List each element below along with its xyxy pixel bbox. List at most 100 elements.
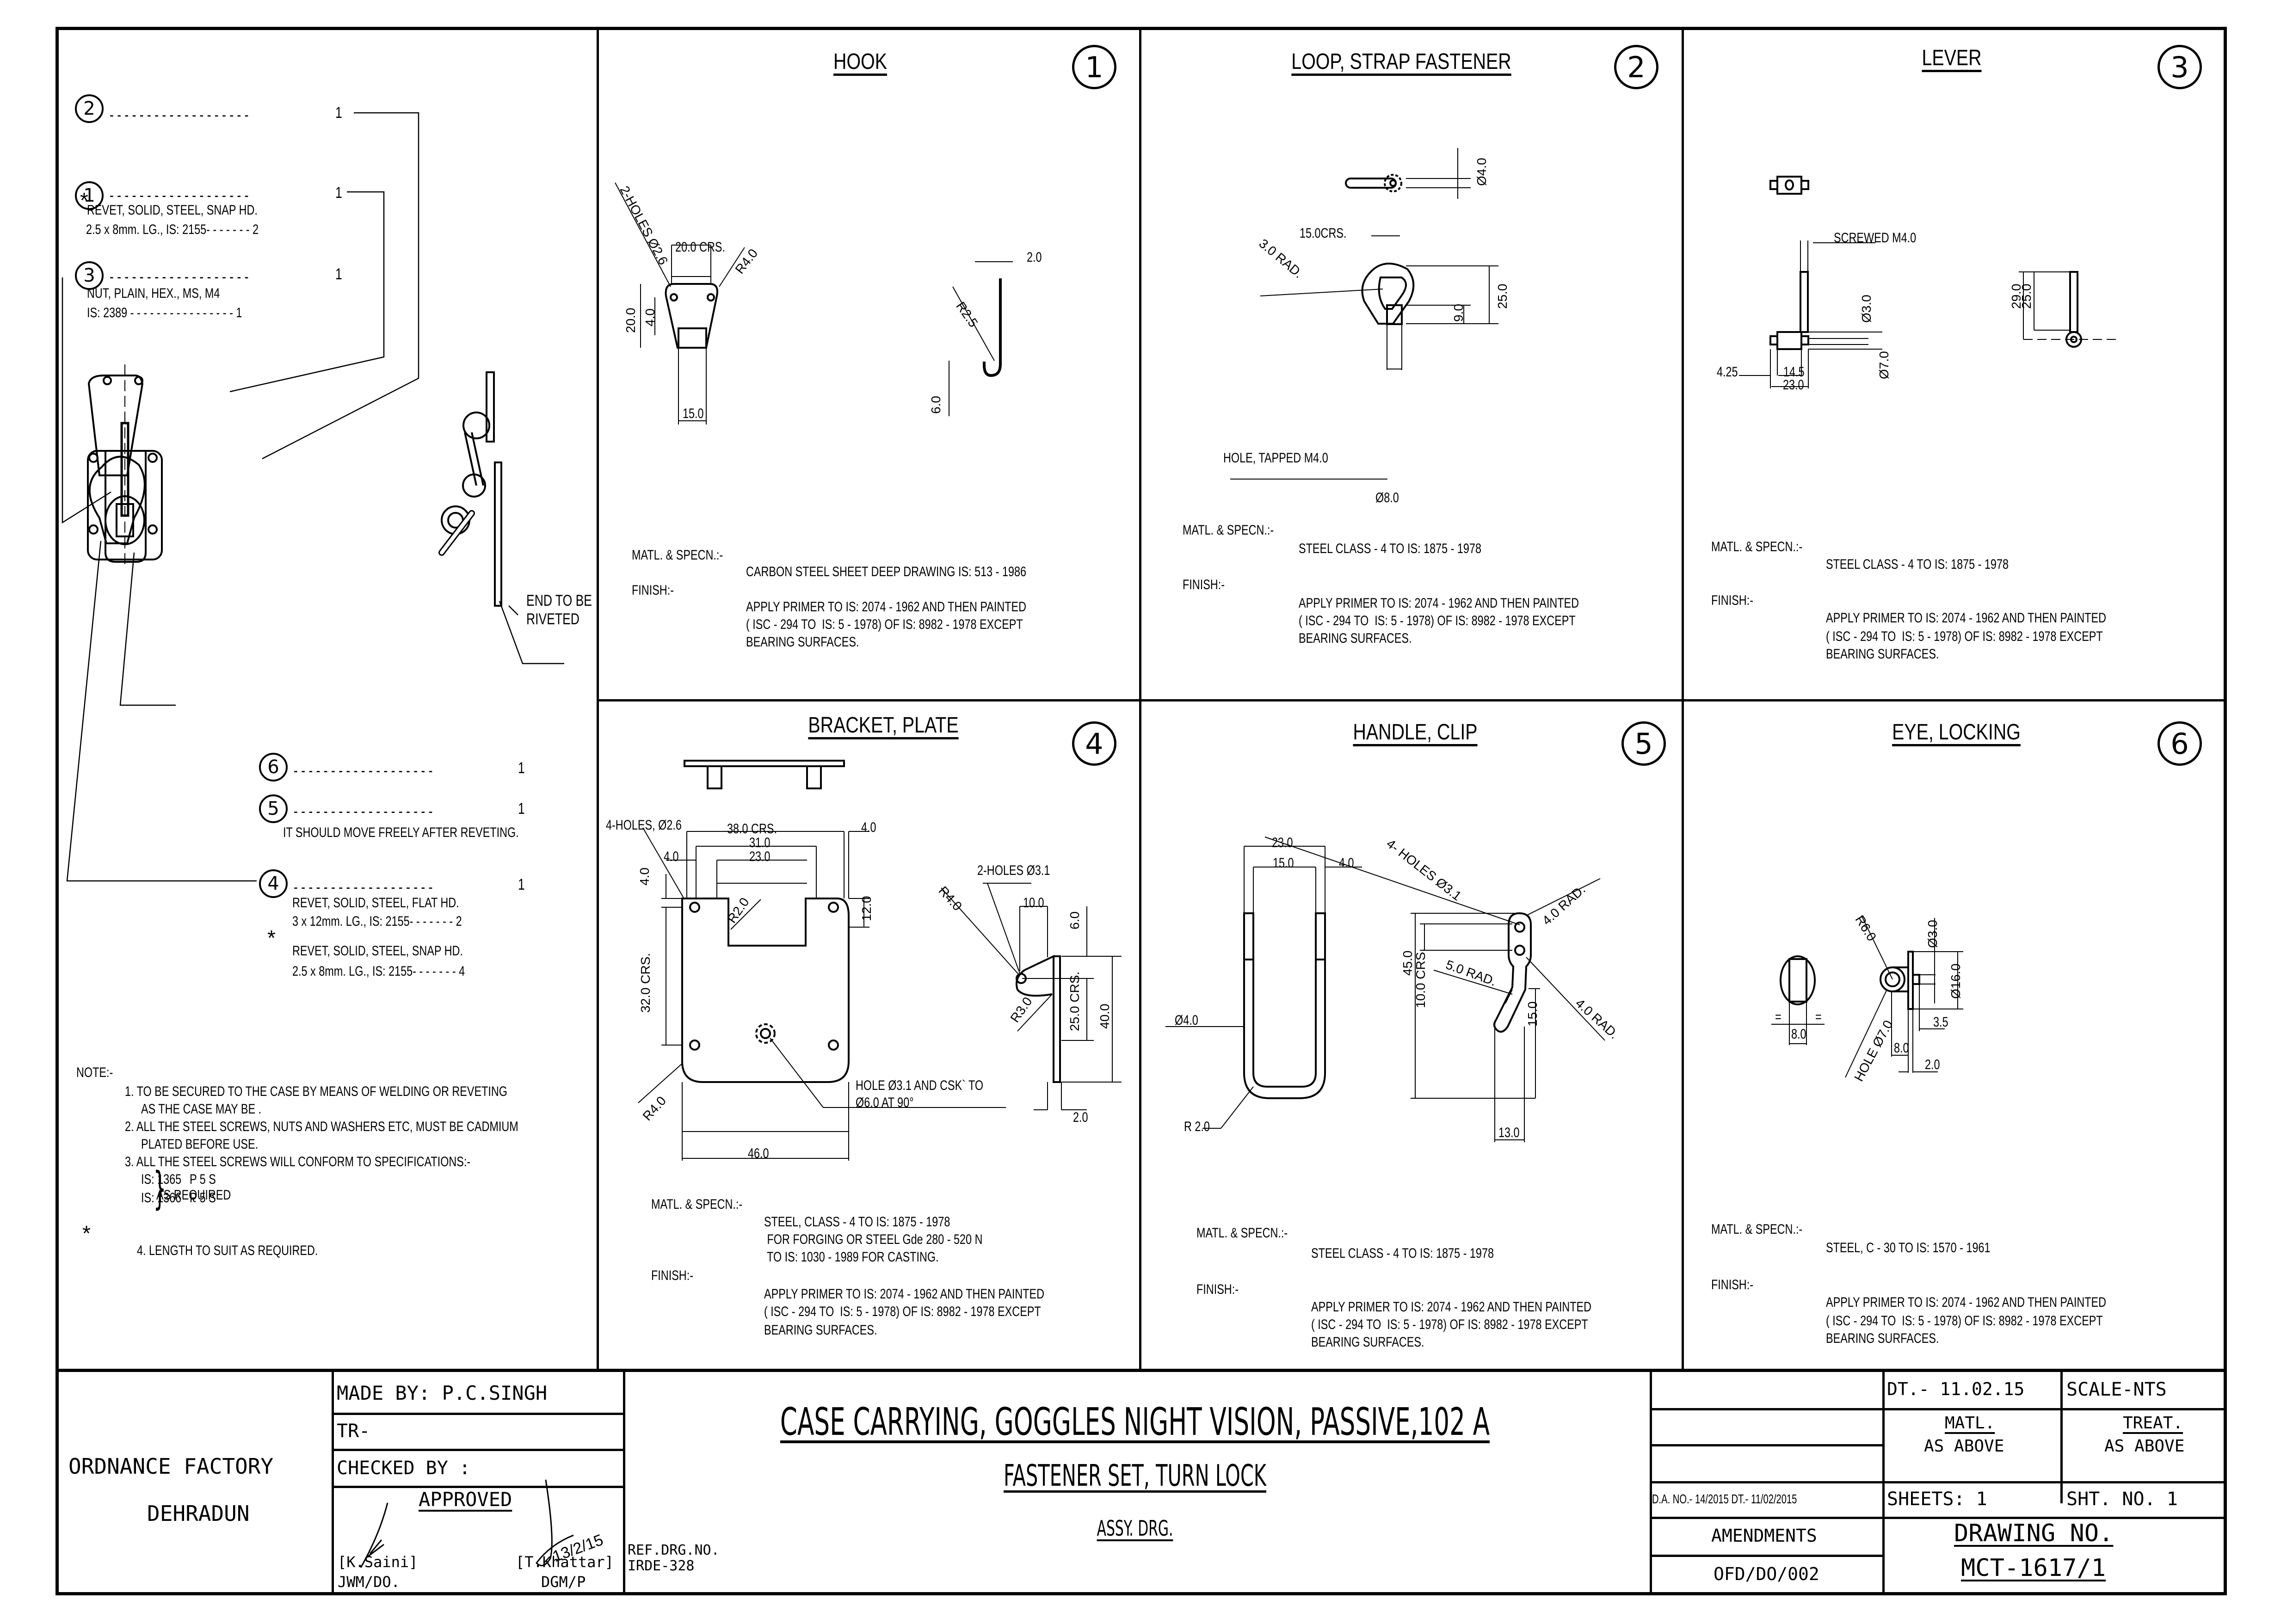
spec-remark: AS REQUIRED: [156, 1187, 231, 1203]
rivet-snap-size: 2.5 x 8mm. LG., IS: 2155- - - - - - - 2: [86, 222, 259, 237]
matl-heading: MATL.: [1945, 1414, 1995, 1433]
callout-1-leader: - - - - - - - - - - - - - - - - - - -: [110, 187, 249, 204]
dim-label: 4-HOLES, Ø2.6: [606, 818, 682, 833]
callout-5-qty: 1: [518, 800, 525, 818]
part-number-bubble: 1: [1072, 45, 1116, 89]
dim-label: 31.0: [749, 835, 771, 850]
callout-4-bubble: 4: [259, 869, 288, 898]
callout-6-leader: - - - - - - - - - - - - - - - - - - -: [294, 762, 433, 780]
dim-label: 2.0: [1027, 250, 1042, 265]
tb-divider: [1650, 1408, 2227, 1410]
matl-spec: STEEL CLASS - 4 TO IS: 1875 - 1978: [1299, 541, 1481, 556]
part-number-bubble: 3: [2158, 45, 2202, 89]
dim-label: Ø4.0: [1175, 1013, 1198, 1028]
side-view-note-2: RIVETED: [526, 610, 579, 628]
callout-3-leader: - - - - - - - - - - - - - - - - - - -: [110, 268, 249, 286]
finish-spec: BEARING SURFACES.: [1826, 1331, 1939, 1346]
dim-label: 8.0: [1894, 1040, 1909, 1056]
approved-label: APPROVED: [419, 1488, 512, 1511]
finish-label: FINISH:-: [1183, 577, 1225, 592]
tb-divider: [1650, 1481, 2227, 1483]
treat-value: AS ABOVE: [2104, 1437, 2185, 1456]
signer-2-name: [T.Khattar]: [516, 1553, 614, 1571]
callout-1-bubble: 1: [75, 181, 104, 210]
note-line: 3. ALL THE STEEL SCREWS WILL CONFORM TO …: [125, 1154, 471, 1169]
tr-field: TR-: [337, 1421, 370, 1442]
tb-divider: [332, 1449, 623, 1451]
finish-spec: APPLY PRIMER TO IS: 2074 - 1962 AND THEN…: [1826, 1295, 2107, 1310]
panel-divider: [597, 699, 2227, 701]
star-mark: *: [80, 188, 88, 212]
notes-heading: NOTE:-: [76, 1065, 113, 1080]
dim-label: 20.0 CRS.: [675, 240, 725, 255]
matl-label: MATL. & SPECN.:-: [632, 547, 723, 563]
dim-label: 3.5: [1933, 1015, 1948, 1030]
dim-label: 25.0 CRS.: [1067, 971, 1082, 1031]
finish-spec: BEARING SURFACES.: [1826, 646, 1939, 662]
dim-label: 25.0: [2019, 283, 2034, 309]
callout-5-bubble: 5: [259, 794, 288, 823]
star-mark: *: [267, 926, 276, 950]
finish-spec: BEARING SURFACES.: [1299, 631, 1412, 646]
tb-divider: [332, 1486, 623, 1488]
dim-label: 12.0: [859, 896, 874, 922]
dim-label: 15.0: [683, 406, 704, 421]
callout-6-bubble: 6: [259, 753, 288, 781]
panel-divider: [1139, 28, 1141, 1369]
finish-spec: BEARING SURFACES.: [746, 634, 859, 650]
tb-divider: [1650, 1517, 2227, 1519]
dim-label: 15.0CRS.: [1300, 226, 1347, 241]
dim-label: 8.0: [1791, 1027, 1806, 1042]
main-title: CASE CARRYING, GOGGLES NIGHT VISION, PAS…: [780, 1400, 1490, 1444]
drawing-number: MCT-1617/1: [1961, 1554, 2106, 1582]
finish-spec: APPLY PRIMER TO IS: 2074 - 1962 AND THEN…: [764, 1286, 1045, 1302]
dim-label: Ø3.0: [1925, 920, 1940, 948]
dim-label: HOLE, TAPPED M4.0: [1223, 450, 1328, 466]
dim-label: Ø7.0: [1877, 351, 1891, 379]
dim-label: SCREWED M4.0: [1834, 230, 1917, 246]
dim-label: 13.0: [1498, 1125, 1520, 1140]
dim-label: =: [1775, 1009, 1782, 1025]
part-title: EYE, LOCKING: [1892, 720, 2021, 744]
rivet-snap-desc: REVET, SOLID, STEEL, SNAP HD.: [87, 203, 258, 218]
matl-spec: STEEL CLASS - 4 TO IS: 1875 - 1978: [1826, 557, 2009, 572]
checked-by: CHECKED BY :: [337, 1458, 470, 1479]
tb-divider: [332, 1372, 334, 1595]
finish-label: FINISH:-: [1196, 1282, 1239, 1297]
dim-label: 23.0: [749, 849, 771, 864]
nut-desc: NUT, PLAIN, HEX., MS, M4: [87, 286, 220, 301]
dim-label: 23.0: [1272, 835, 1293, 850]
dim-label: 38.0 CRS.: [727, 821, 777, 837]
sub-title: FASTENER SET, TURN LOCK: [1004, 1459, 1266, 1493]
matl-label: MATL. & SPECN.:-: [1711, 539, 1803, 554]
finish-spec: BEARING SURFACES.: [1311, 1335, 1424, 1350]
part-title: HANDLE, CLIP: [1353, 720, 1478, 744]
part-title: HOOK: [833, 49, 887, 74]
callout-6-qty: 1: [518, 759, 525, 777]
dim-label: Ø4.0: [1474, 158, 1489, 186]
part-number-bubble: 2: [1614, 45, 1658, 89]
dim-label: 40.0: [1097, 1003, 1112, 1029]
part-number-bubble: 5: [1621, 721, 1666, 766]
tb-divider: [623, 1372, 625, 1595]
dim-label: 2-HOLES Ø3.1: [977, 863, 1050, 878]
part-title: LOOP, STRAP FASTENER: [1291, 49, 1511, 74]
note-line: PLATED BEFORE USE.: [141, 1137, 259, 1152]
part-title: BRACKET, PLATE: [808, 713, 959, 738]
dim-label: 4.25: [1717, 364, 1738, 380]
tb-divider: [1650, 1555, 1882, 1557]
callout-2-leader: - - - - - - - - - - - - - - - - - - -: [110, 106, 249, 124]
matl-value: AS ABOVE: [1924, 1437, 2004, 1456]
dim-label: 10.0 CRS.: [1413, 948, 1428, 1008]
finish-spec: APPLY PRIMER TO IS: 2074 - 1962 AND THEN…: [1826, 610, 2107, 626]
tb-divider: [1882, 1372, 1885, 1595]
matl-label: MATL. & SPECN.:-: [1711, 1222, 1803, 1237]
dim-label: 4.0: [664, 849, 679, 864]
callout-3-qty: 1: [335, 265, 342, 283]
finish-spec: ( ISC - 294 TO IS: 5 - 1978) OF IS: 8982…: [746, 617, 1023, 632]
finish-spec: ( ISC - 294 TO IS: 5 - 1978) OF IS: 8982…: [1311, 1317, 1588, 1332]
rivet-flat-desc: REVET, SOLID, STEEL, FLAT HD.: [292, 895, 459, 910]
note-line: AS THE CASE MAY BE .: [141, 1101, 262, 1117]
dim-label: 4.0: [643, 308, 657, 326]
amendment-ref: OFD/DO/002: [1714, 1564, 1819, 1584]
